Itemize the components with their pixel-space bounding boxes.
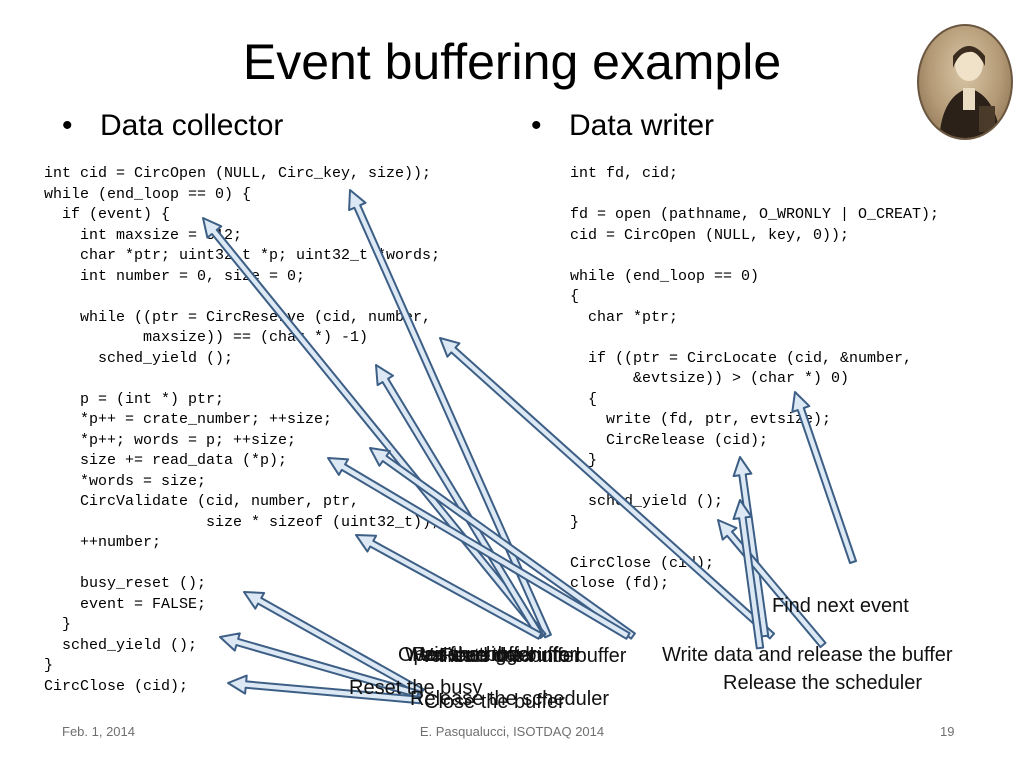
bullet-label: Data collector — [100, 109, 284, 142]
bullet-label: Data writer — [569, 109, 715, 142]
callout-stacked-1: Open the buffer — [398, 644, 537, 666]
callout-stacked-3: Reserve the buffer — [412, 644, 577, 666]
bullet-data-collector: • Data collector — [62, 108, 283, 144]
callout-stacked-5: Validate the buffer — [420, 645, 581, 667]
callout-release-scheduler-right: Release the scheduler — [723, 672, 923, 694]
footer-page-number: 19 — [940, 724, 955, 739]
portrait-image — [917, 24, 1013, 140]
callout-stacked-6: Write data and release the buffer — [662, 644, 953, 666]
bullet-marker: • — [531, 109, 542, 142]
callout-find-next-event: Find next event — [772, 595, 909, 617]
bullet-marker: • — [62, 109, 73, 142]
bullet-data-writer: • Data writer — [531, 108, 714, 144]
callout-stacked-2: Wait for trigger — [405, 644, 536, 666]
callout-release-scheduler-left: Release the scheduler — [410, 688, 610, 710]
footer-author: E. Pasqualucci, ISOTDAQ 2014 — [419, 724, 605, 739]
slide-title: Event buffering example — [242, 34, 782, 90]
callout-close-buffer: Close the buffer — [424, 691, 565, 713]
data-collector-code: int cid = CircOpen (NULL, Circ_key, size… — [44, 165, 441, 695]
footer-date: Feb. 1, 2014 — [62, 724, 135, 739]
callout-reset-busy: Reset the busy — [349, 677, 483, 699]
data-writer-code: int fd, cid; fd = open (pathname, O_WRON… — [570, 165, 940, 592]
callout-stacked-4: Read data into buffer — [440, 645, 627, 667]
